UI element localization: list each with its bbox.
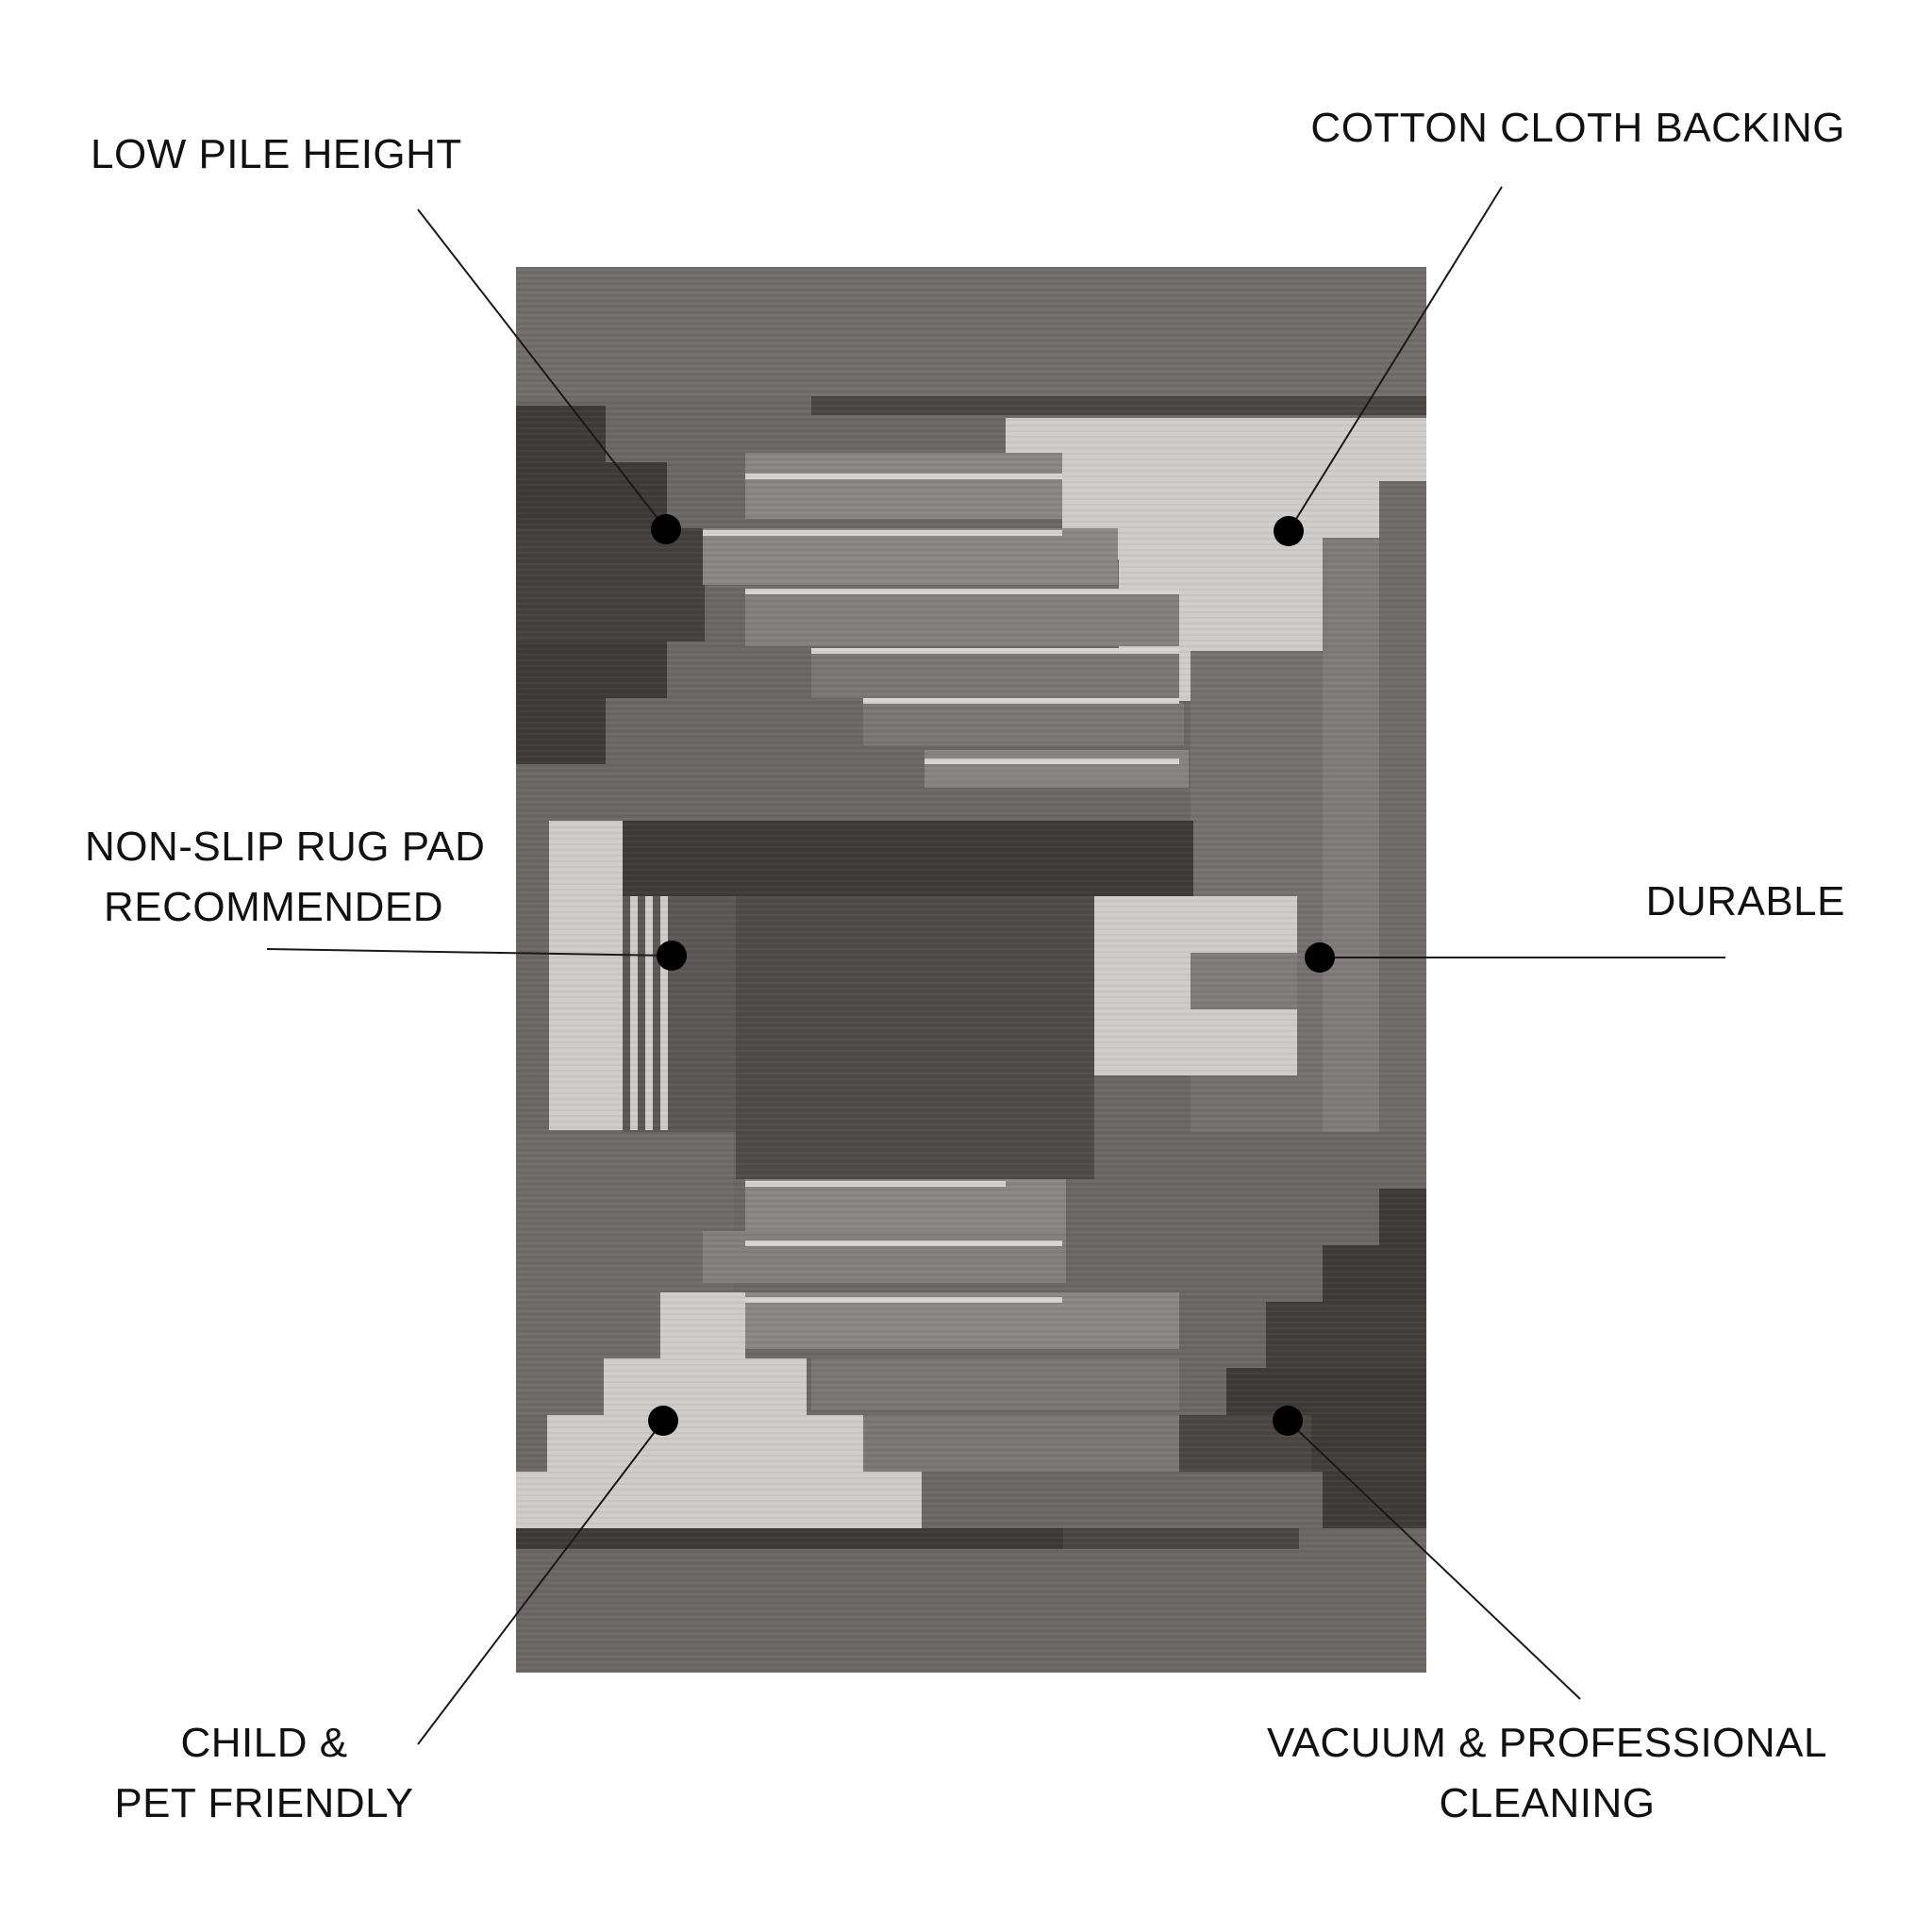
label-line: LOW PILE HEIGHT xyxy=(91,131,462,177)
label-line: DURABLE xyxy=(1645,878,1845,924)
marker-non-slip-rug-pad xyxy=(657,941,687,971)
leader-line-non-slip-rug-pad xyxy=(266,948,673,957)
label-cotton-cloth-backing: COTTON CLOTH BACKING xyxy=(1310,98,1845,158)
label-durable: DURABLE xyxy=(1646,872,1845,932)
label-line: COTTON CLOTH BACKING xyxy=(1310,105,1845,151)
leader-line-child-pet-friendly xyxy=(417,1420,664,1745)
label-line: CHILD & xyxy=(180,1720,348,1766)
label-line: CLEANING xyxy=(1439,1780,1656,1826)
leader-line-vacuum-cleaning xyxy=(1287,1420,1581,1700)
marker-child-pet-friendly xyxy=(648,1406,678,1436)
label-child-pet-friendly: CHILD & PET FRIENDLY xyxy=(104,1713,425,1834)
marker-cotton-cloth-backing xyxy=(1274,516,1304,546)
label-low-pile-height: LOW PILE HEIGHT xyxy=(91,125,462,185)
rug xyxy=(516,267,1426,1673)
label-line: VACUUM & PROFESSIONAL xyxy=(1266,1720,1827,1766)
rug-texture xyxy=(516,267,1426,1673)
leader-line-low-pile-height xyxy=(417,208,667,530)
label-vacuum-cleaning: VACUUM & PROFESSIONAL CLEANING xyxy=(1264,1713,1830,1834)
label-line: RECOMMENDED xyxy=(104,884,443,930)
label-line: PET FRIENDLY xyxy=(114,1780,414,1826)
marker-vacuum-cleaning xyxy=(1273,1406,1303,1436)
label-line: NON-SLIP RUG PAD xyxy=(85,824,486,870)
marker-low-pile-height xyxy=(651,514,681,544)
leader-line-cotton-cloth-backing xyxy=(1288,186,1503,532)
marker-durable xyxy=(1305,942,1335,973)
label-non-slip-rug-pad: NON-SLIP RUG PAD RECOMMENDED xyxy=(85,817,486,938)
